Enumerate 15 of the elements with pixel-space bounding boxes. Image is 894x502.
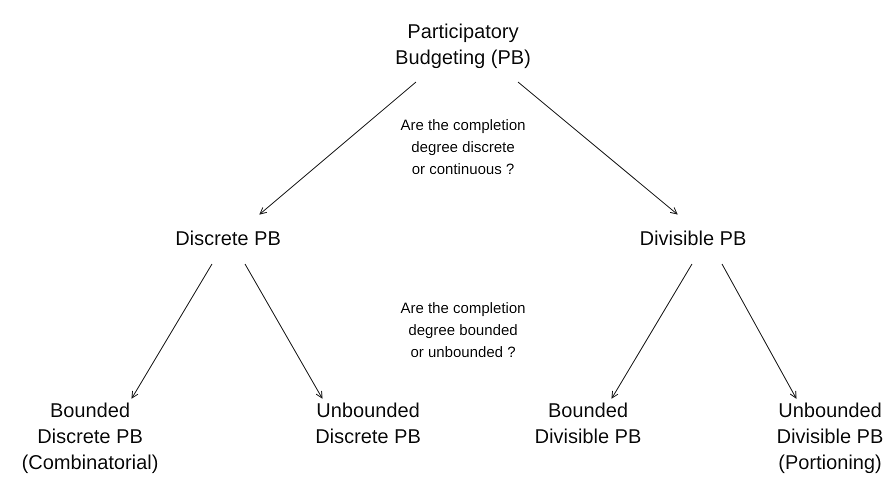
node-label: Bounded Discrete PB (Combinatorial) [20,399,160,476]
arrow [260,82,416,214]
node-label: Bounded Divisible PB [534,399,642,450]
node-label: Unbounded Divisible PB (Portioning) [776,399,884,476]
arrow [132,264,212,398]
arrow [244,264,322,398]
node-label: Discrete PB [175,227,281,252]
node-label: Unbounded Discrete PB [314,399,422,450]
node-label: Divisible PB [640,227,746,252]
arrow [722,264,796,398]
node-label: Participatory Budgeting (PB) [394,20,532,71]
question-text: Are the completion degree bounded or unbounded ? [399,299,527,363]
question-text: Are the completion degree discrete or continuous ? [399,116,527,180]
arrow [518,82,678,214]
arrow [612,264,692,398]
